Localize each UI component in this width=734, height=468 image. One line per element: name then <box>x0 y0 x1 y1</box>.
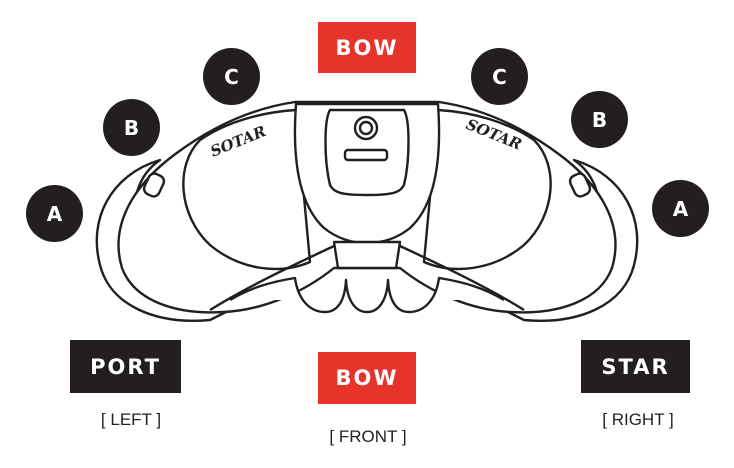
floor-scallops <box>229 276 505 314</box>
chamber-left-a: A <box>26 185 83 242</box>
bow-label-top: BOW <box>318 22 416 73</box>
port-label-text: PORT <box>90 354 161 379</box>
chamber-right-b: B <box>571 91 628 148</box>
starboard-label: STAR <box>581 340 690 393</box>
chamber-label: A <box>672 196 689 221</box>
chamber-label: C <box>492 64 507 89</box>
chamber-label: B <box>123 115 140 140</box>
center-strip <box>332 240 402 270</box>
front-sub-label: [ FRONT ] <box>329 427 407 446</box>
left-sub-label: [ LEFT ] <box>100 410 162 429</box>
bow-label-text: BOW <box>335 366 399 390</box>
chamber-label: C <box>224 64 239 89</box>
chamber-label: B <box>591 107 608 132</box>
starboard-label-text: STAR <box>601 354 670 379</box>
right-sub-label: [ RIGHT ] <box>602 410 674 429</box>
chamber-label: A <box>46 201 63 226</box>
port-label: PORT <box>70 340 181 393</box>
bow-label-bottom: BOW <box>318 352 416 404</box>
chamber-right-a: A <box>652 180 709 237</box>
bow-handle <box>343 148 389 162</box>
left-chamber <box>182 108 312 271</box>
right-chamber <box>422 108 552 271</box>
bow-label-text: BOW <box>335 35 399 60</box>
chamber-left-c: C <box>203 48 260 105</box>
chamber-left-b: B <box>103 99 160 156</box>
right-d-ring-icon <box>568 172 592 198</box>
chamber-right-c: C <box>471 48 528 105</box>
left-d-ring-icon <box>142 172 166 198</box>
